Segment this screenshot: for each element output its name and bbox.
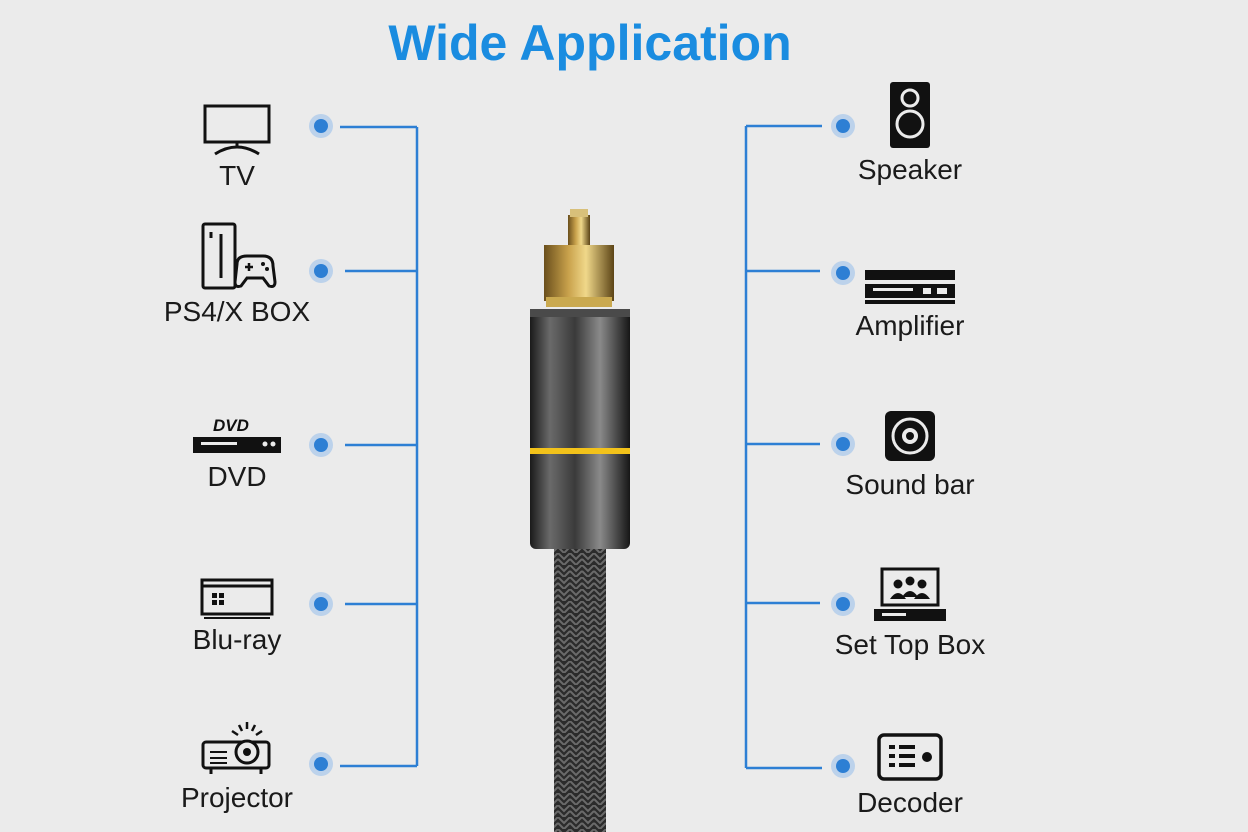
device-projector: Projector [137, 708, 337, 818]
connector-dot-dvd [314, 438, 328, 452]
device-label: Projector [180, 782, 294, 813]
device-label: Amplifier [855, 310, 965, 341]
device-ps4-xbox: PS4/X BOX [137, 222, 337, 332]
device-amplifier: Amplifier [810, 236, 1010, 346]
device-label: PS4/X BOX [163, 296, 311, 327]
device-decoder: Decoder [810, 713, 1010, 823]
connector-dot-decoder [836, 759, 850, 773]
connector-dot-ps4 [314, 264, 328, 278]
blu-ray-player-icon [200, 578, 274, 619]
connector-dot-speaker [836, 119, 850, 133]
page-title: Wide Application [388, 15, 792, 71]
speaker-icon [890, 82, 930, 148]
connector-dot-bluray [314, 597, 328, 611]
amplifier-icon [865, 270, 955, 304]
device-label: Speaker [857, 154, 963, 185]
sound-bar-icon [885, 411, 935, 461]
connector-dot-amplifier [836, 266, 850, 280]
set-top-box-icon [874, 567, 946, 621]
connector-dot-projector [314, 757, 328, 771]
device-set-top-box: Set Top Box [810, 555, 1010, 665]
device-sound-bar: Sound bar [810, 395, 1010, 505]
decoder-icon [877, 733, 943, 781]
optical-cable-image [530, 209, 630, 832]
device-label: TV [219, 160, 255, 191]
tv-icon [203, 104, 271, 156]
device-label: Decoder [857, 787, 963, 818]
connector-dot-tv [314, 119, 328, 133]
svg-text:DVD: DVD [213, 416, 249, 435]
projector-icon [201, 722, 271, 774]
device-label: Set Top Box [834, 629, 986, 660]
device-speaker: Speaker [810, 80, 1010, 190]
connector-dot-soundbar [836, 437, 850, 451]
connector-dot-settopbox [836, 597, 850, 611]
device-label: Sound bar [845, 469, 975, 500]
device-tv: TV [137, 86, 337, 196]
device-label: Blu-ray [192, 624, 282, 655]
device-dvd: DVD DVD [137, 387, 337, 497]
game-console-icon [201, 222, 277, 290]
device-label: DVD [207, 461, 267, 492]
device-blu-ray: Blu-ray [137, 550, 337, 660]
dvd-player-icon: DVD [193, 416, 281, 453]
